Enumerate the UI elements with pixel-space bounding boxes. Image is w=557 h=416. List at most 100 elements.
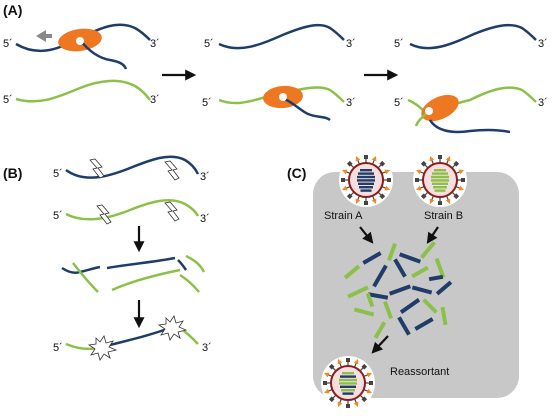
genome-segment (433, 186, 447, 189)
panel-a-label: (A) (3, 2, 22, 18)
five-prime-label: 5´ (53, 168, 63, 180)
virion-strain-b (413, 153, 467, 207)
five-prime-label: 5´ (202, 97, 212, 109)
genome-segment (434, 169, 446, 172)
fragment-light (111, 268, 181, 292)
three-prime-label: 3´ (202, 342, 212, 354)
fragment-light (179, 273, 200, 293)
genome-segment (414, 317, 434, 331)
spike-head (346, 160, 353, 167)
genome-segment (339, 378, 357, 382)
genome-segment (360, 189, 372, 192)
spike-head (366, 388, 373, 394)
spike-head (353, 358, 359, 365)
spike-head (438, 201, 442, 205)
spike-head (415, 185, 422, 191)
panel-b: (B) 5´ 3´ 5´ 3´ 5´ 3´ (3, 155, 212, 361)
genome-segment (428, 274, 444, 282)
genome-segment (432, 172, 448, 175)
spike-head (337, 401, 343, 408)
fragment-dark (106, 256, 176, 270)
spike-head (369, 381, 373, 385)
spike-head (420, 193, 427, 200)
fragment-light (185, 254, 206, 273)
genome-segment (343, 264, 361, 280)
three-prime-label: 3´ (538, 38, 548, 50)
segment-pool (343, 241, 453, 339)
five-prime-label: 5´ (394, 97, 404, 109)
panel-b-label: (B) (3, 165, 22, 181)
genome-segment (360, 169, 372, 172)
fragment-light (72, 262, 99, 293)
spike-head (341, 178, 345, 182)
break-icon (164, 160, 180, 181)
genome-segment (434, 189, 446, 192)
three-prime-label: 3´ (346, 97, 356, 109)
arrow-icon (359, 226, 374, 244)
genome-segment (431, 175, 449, 179)
spike-head (438, 155, 442, 159)
genome-segment (340, 375, 356, 378)
break-icon (96, 204, 112, 225)
spike-head (355, 198, 361, 205)
spike-head (458, 185, 465, 191)
genome-segment (373, 321, 387, 339)
spike-head (366, 372, 373, 378)
spike-head (379, 160, 386, 167)
reassortant-label: Reassortant (390, 366, 449, 378)
genome-segment (342, 392, 354, 395)
polymerase-pocket (425, 107, 433, 115)
polymerase-pocket (76, 37, 84, 45)
panel-a-step-2: 5´ 3´ 5´ 3´ (202, 23, 356, 122)
spike-head (429, 198, 435, 205)
ligation-icon (157, 315, 188, 341)
spike-head (341, 169, 348, 175)
spike-head (346, 358, 350, 362)
strain-b-label: Strain B (424, 210, 463, 222)
ligation-icon (87, 335, 118, 361)
genome-segment (440, 306, 448, 326)
genome-segment (431, 179, 449, 182)
spike-head (361, 396, 368, 403)
spike-head (341, 185, 348, 191)
spike-head (384, 185, 391, 191)
genome-segment (372, 264, 388, 288)
three-prime-label: 3´ (150, 38, 160, 50)
spike-head (420, 160, 427, 167)
spike-head (445, 198, 451, 205)
genome-segment (411, 265, 429, 279)
three-prime-label: 3´ (200, 171, 210, 183)
panel-c-label: (C) (287, 165, 306, 181)
acceptor-strand-light (218, 86, 345, 105)
genome-segment (388, 284, 412, 296)
fragment-dark (177, 259, 188, 271)
spike-head (453, 160, 460, 167)
back-arrow-icon (36, 30, 52, 42)
five-prime-label: 5´ (53, 342, 63, 354)
template-strand-dark (218, 23, 345, 50)
nascent-strand-dark (428, 119, 511, 134)
spike-head (328, 396, 335, 403)
genome-segment (347, 285, 369, 299)
genome-segment (411, 285, 433, 295)
spike-head (384, 169, 391, 175)
genome-segment (422, 298, 438, 314)
spike-head (346, 404, 350, 408)
genome-segment (358, 182, 374, 185)
five-prime-label: 5´ (204, 38, 214, 50)
spike-head (371, 155, 377, 162)
spike-head (323, 381, 327, 385)
genome-segment (367, 292, 389, 300)
recombinant-strand: 5´ 3´ (53, 315, 212, 361)
polymerase-icon (421, 94, 459, 122)
break-icon (89, 158, 105, 179)
genome-segment (358, 172, 374, 175)
three-prime-label: 3´ (538, 97, 548, 109)
genome-segment (353, 307, 375, 317)
genome-segment (435, 280, 453, 296)
strain-a-label: Strain A (324, 210, 363, 222)
genome-segment (340, 385, 356, 388)
spike-head (445, 155, 451, 162)
three-prime-label: 3´ (200, 213, 210, 225)
spike-head (453, 193, 460, 200)
